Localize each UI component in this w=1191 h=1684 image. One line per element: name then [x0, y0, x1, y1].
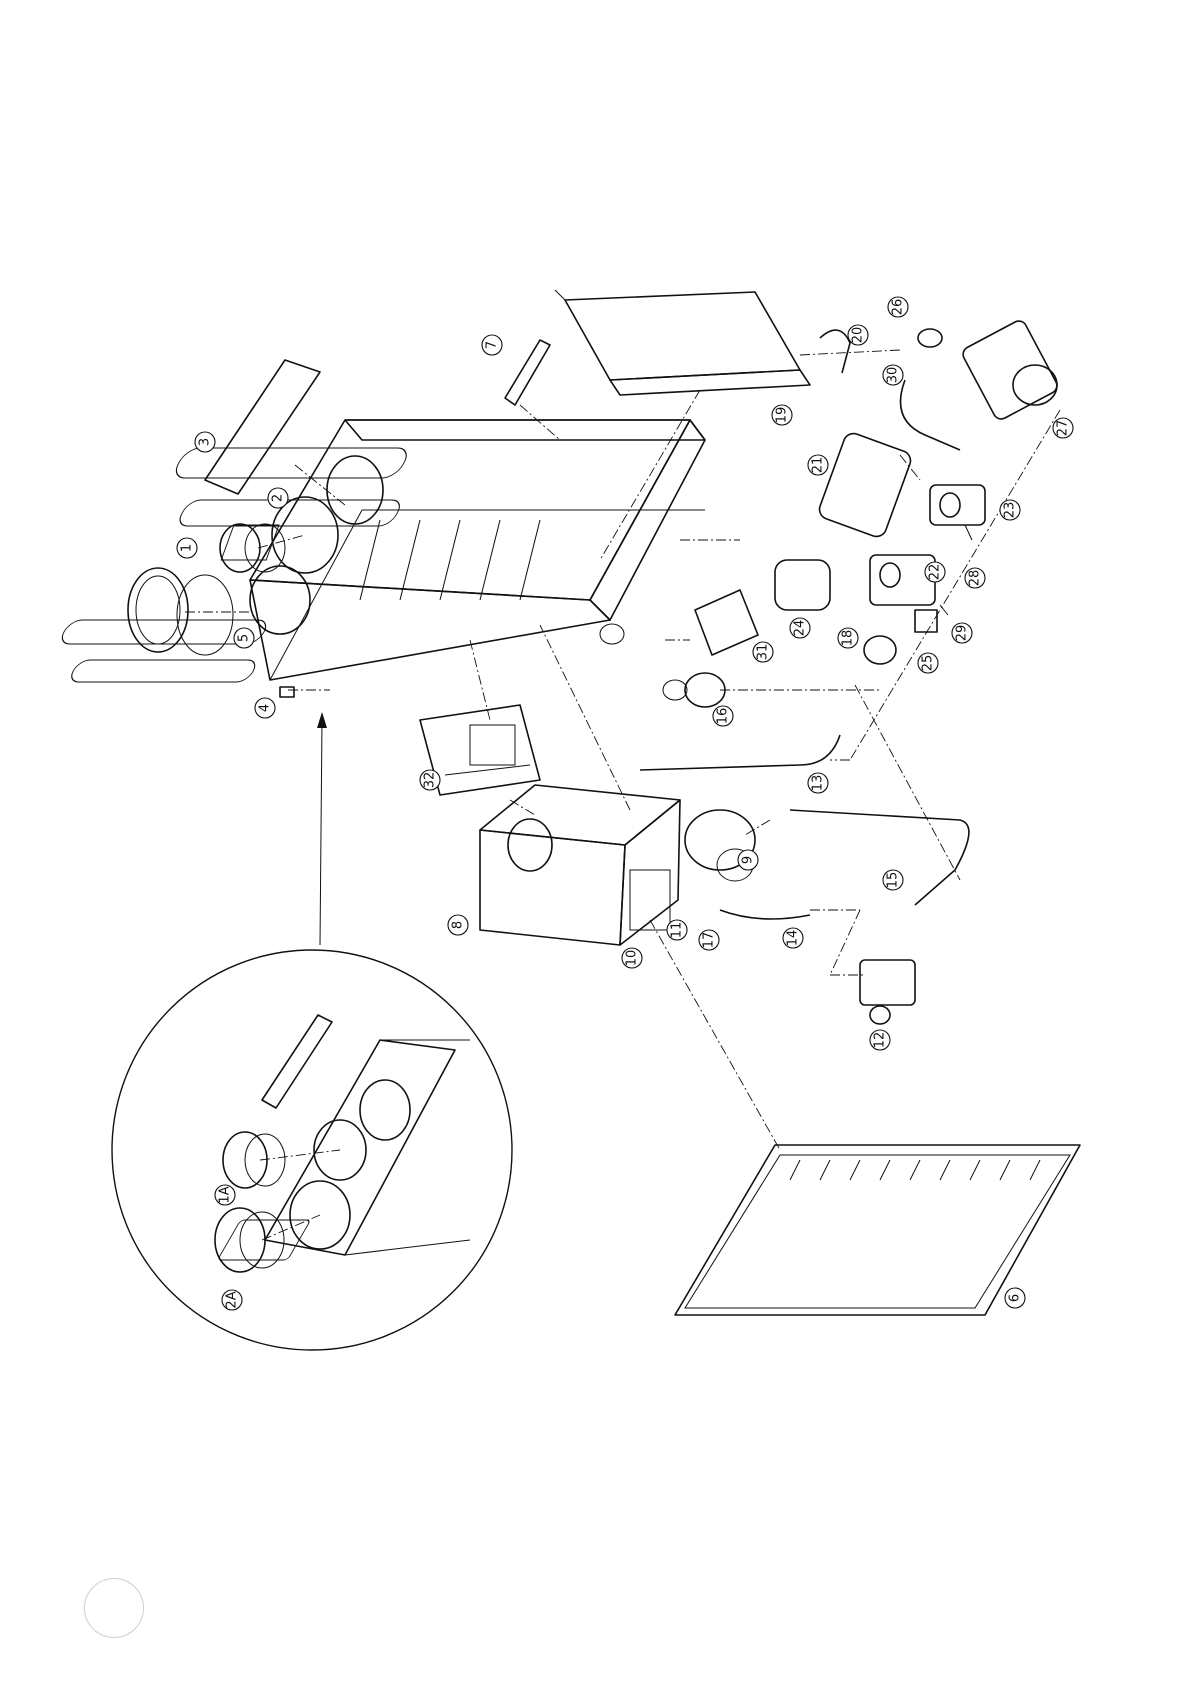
callout-17: 17 — [698, 929, 720, 951]
vessel-bracket — [504, 339, 551, 406]
callout-15: 15 — [882, 869, 904, 891]
callout-16: 16 — [712, 705, 734, 727]
svg-text:2A: 2A — [225, 1291, 240, 1308]
callout-13: 13 — [807, 772, 829, 794]
callout-32: 32 — [419, 769, 441, 791]
svg-text:2: 2 — [271, 494, 286, 502]
svg-text:26: 26 — [891, 299, 906, 316]
svg-text:22: 22 — [928, 564, 943, 581]
filter-unit — [818, 432, 912, 538]
svg-text:1: 1 — [180, 544, 195, 552]
wall-bracket — [204, 359, 321, 495]
svg-text:20: 20 — [851, 327, 866, 344]
fan — [684, 809, 756, 871]
callout-22: 22 — [924, 561, 946, 583]
flue-gasket — [176, 574, 234, 656]
callout-18: 18 — [837, 627, 859, 649]
svg-text:32: 32 — [423, 772, 438, 789]
callout-1: 1 — [176, 537, 198, 559]
svg-text:12: 12 — [873, 1032, 888, 1049]
callout-11: 11 — [666, 919, 688, 941]
svg-text:10: 10 — [625, 950, 640, 967]
callout-21: 21 — [807, 454, 829, 476]
callout-23: 23 — [999, 499, 1021, 521]
mounting-plate — [694, 589, 759, 656]
callout-25: 25 — [917, 652, 939, 674]
svg-text:6: 6 — [1008, 1294, 1023, 1302]
svg-text:17: 17 — [702, 932, 717, 949]
callout-10: 10 — [621, 947, 643, 969]
svg-text:19: 19 — [775, 407, 790, 424]
svg-text:31: 31 — [756, 644, 771, 661]
callout-2A: 2A — [221, 1289, 243, 1311]
svg-text:27: 27 — [1056, 420, 1071, 437]
svg-text:14: 14 — [786, 930, 801, 947]
expansion-vessel — [554, 289, 811, 396]
callout-8: 8 — [447, 914, 469, 936]
svg-text:5: 5 — [237, 634, 252, 642]
callout-12: 12 — [869, 1029, 891, 1051]
heat-exchanger-assembly — [479, 784, 756, 946]
flue-hole-lower — [249, 565, 311, 635]
svg-text:9: 9 — [741, 856, 756, 864]
pipe-14 — [719, 909, 811, 920]
svg-text:11: 11 — [670, 922, 685, 939]
front-cover — [218, 1144, 1081, 1316]
callout-29: 29 — [951, 622, 973, 644]
detail-arrow — [317, 712, 327, 946]
callout-30: 30 — [882, 364, 904, 386]
flue-hole-right — [326, 455, 384, 525]
svg-text:3: 3 — [198, 438, 213, 446]
callout-19: 19 — [771, 404, 793, 426]
svg-text:28: 28 — [968, 570, 983, 587]
pressure-sensor — [863, 635, 897, 665]
callout-5: 5 — [233, 627, 255, 649]
callout-2: 2 — [267, 487, 289, 509]
flue-hole-upper — [271, 496, 339, 574]
callout-7: 7 — [481, 334, 503, 356]
flue-ring — [127, 567, 189, 653]
callout-3: 3 — [194, 431, 216, 453]
svg-text:13: 13 — [811, 775, 826, 792]
page-marker-circle — [84, 1578, 144, 1638]
pump-assembly — [819, 320, 1058, 451]
svg-text:24: 24 — [793, 620, 808, 637]
callout-27: 27 — [1052, 417, 1074, 439]
pipe-15 — [789, 809, 970, 906]
diverter-valve-group — [869, 484, 986, 633]
callout-9: 9 — [737, 849, 759, 871]
svg-text:15: 15 — [886, 872, 901, 889]
svg-text:1A: 1A — [218, 1186, 233, 1203]
callout-28: 28 — [964, 567, 986, 589]
callout-26: 26 — [887, 296, 909, 318]
callout-1A: 1A — [214, 1184, 236, 1206]
svg-text:21: 21 — [811, 457, 826, 474]
svg-text:4: 4 — [258, 704, 273, 712]
callout-4: 4 — [254, 697, 276, 719]
clip-small — [279, 686, 295, 698]
svg-text:7: 7 — [485, 341, 500, 349]
callout-6: 6 — [1004, 1287, 1026, 1309]
svg-text:23: 23 — [1003, 502, 1018, 519]
svg-text:8: 8 — [451, 921, 466, 929]
pipe-13 — [639, 734, 841, 771]
detail-inset — [111, 949, 513, 1351]
valve-motor — [774, 559, 831, 611]
flue-adaptor — [219, 523, 261, 573]
boiler-chassis — [61, 419, 706, 683]
callout-20: 20 — [847, 324, 869, 346]
svg-text:29: 29 — [955, 625, 970, 642]
callout-31: 31 — [752, 641, 774, 663]
assembly-lines — [185, 349, 1061, 1151]
callout-14: 14 — [782, 927, 804, 949]
svg-text:30: 30 — [886, 367, 901, 384]
svg-text:18: 18 — [841, 630, 856, 647]
svg-text:25: 25 — [921, 655, 936, 672]
valve-fitting — [684, 672, 726, 708]
gas-valve — [859, 959, 916, 1006]
svg-text:16: 16 — [716, 708, 731, 725]
callouts: 1 2 3 4 5 6 7 8 9 10 11 12 13 14 15 16 1… — [176, 296, 1074, 1311]
callout-24: 24 — [789, 617, 811, 639]
